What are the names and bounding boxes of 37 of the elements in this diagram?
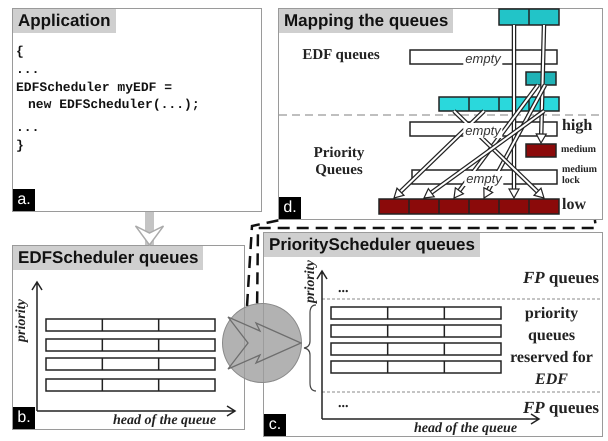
queue-label: FP queues <box>522 399 599 418</box>
code-line: ... <box>16 61 40 78</box>
queue-label: priority queues reserved for EDF <box>509 304 594 390</box>
bar-label: empty <box>463 123 503 138</box>
panel-heading: PriorityScheduler queues <box>264 233 480 257</box>
queue-group-label: EDF queues <box>301 47 381 64</box>
panel-letter: b. <box>13 407 35 429</box>
code-line: { <box>16 43 24 60</box>
panel-letter: a. <box>13 189 35 211</box>
panel-letter: c. <box>264 414 286 436</box>
axis-label: priority <box>15 299 29 342</box>
priority-level-label: medium <box>561 145 597 156</box>
magnifier-circle <box>222 303 302 383</box>
queue-group-label: Priority Queues <box>312 145 366 178</box>
block-arrow <box>134 212 164 246</box>
panel-heading: Mapping the queues <box>279 9 454 33</box>
panel <box>278 8 603 220</box>
ellipsis: ... <box>338 396 348 412</box>
code-line: } <box>16 137 24 154</box>
queue-label: FP queues <box>522 269 599 288</box>
priority-level-label: low <box>562 197 587 214</box>
panel-letter: d. <box>279 197 301 219</box>
panel <box>12 245 245 430</box>
axis-label: priority <box>304 260 318 303</box>
panel-heading: EDFScheduler queues <box>13 246 204 270</box>
panel <box>263 232 603 437</box>
code-line: EDFScheduler myEDF = new EDFScheduler(...); <box>16 79 201 113</box>
priority-level-label: high <box>562 118 594 135</box>
zoom-line <box>256 220 598 304</box>
axis-label: head of the queue <box>113 414 216 428</box>
panel <box>12 8 262 212</box>
panel-heading: Application <box>13 9 116 33</box>
zoom-line <box>246 218 280 306</box>
code-line: ... <box>16 119 40 136</box>
priority-level-label: medium lock <box>562 165 598 186</box>
ellipsis: ... <box>338 281 348 296</box>
axis-label: head of the queue <box>414 422 518 436</box>
